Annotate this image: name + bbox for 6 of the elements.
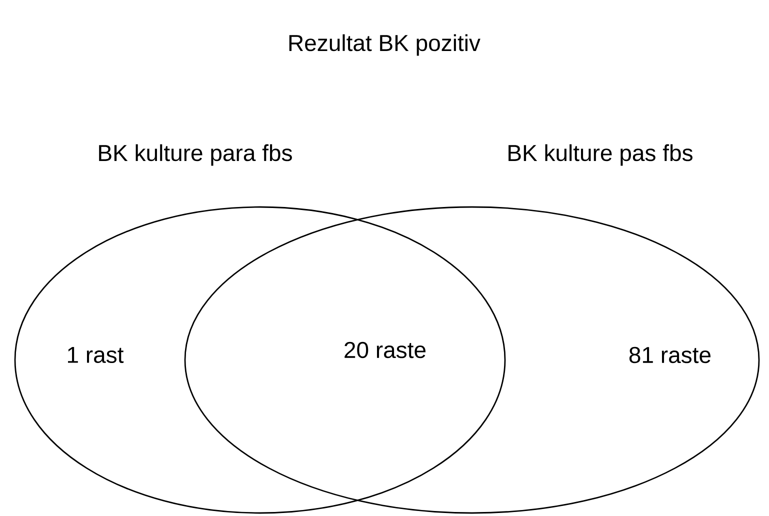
count-label: 81 raste bbox=[629, 346, 710, 364]
count-label: 1 rast bbox=[68, 346, 124, 364]
set-heading: BK kulture para fbs bbox=[99, 144, 292, 166]
count-label: 20 raste bbox=[344, 342, 426, 358]
title: Rezultat BK pozitiv bbox=[289, 34, 480, 56]
set-heading: BK kulture pas fbs bbox=[508, 144, 692, 166]
